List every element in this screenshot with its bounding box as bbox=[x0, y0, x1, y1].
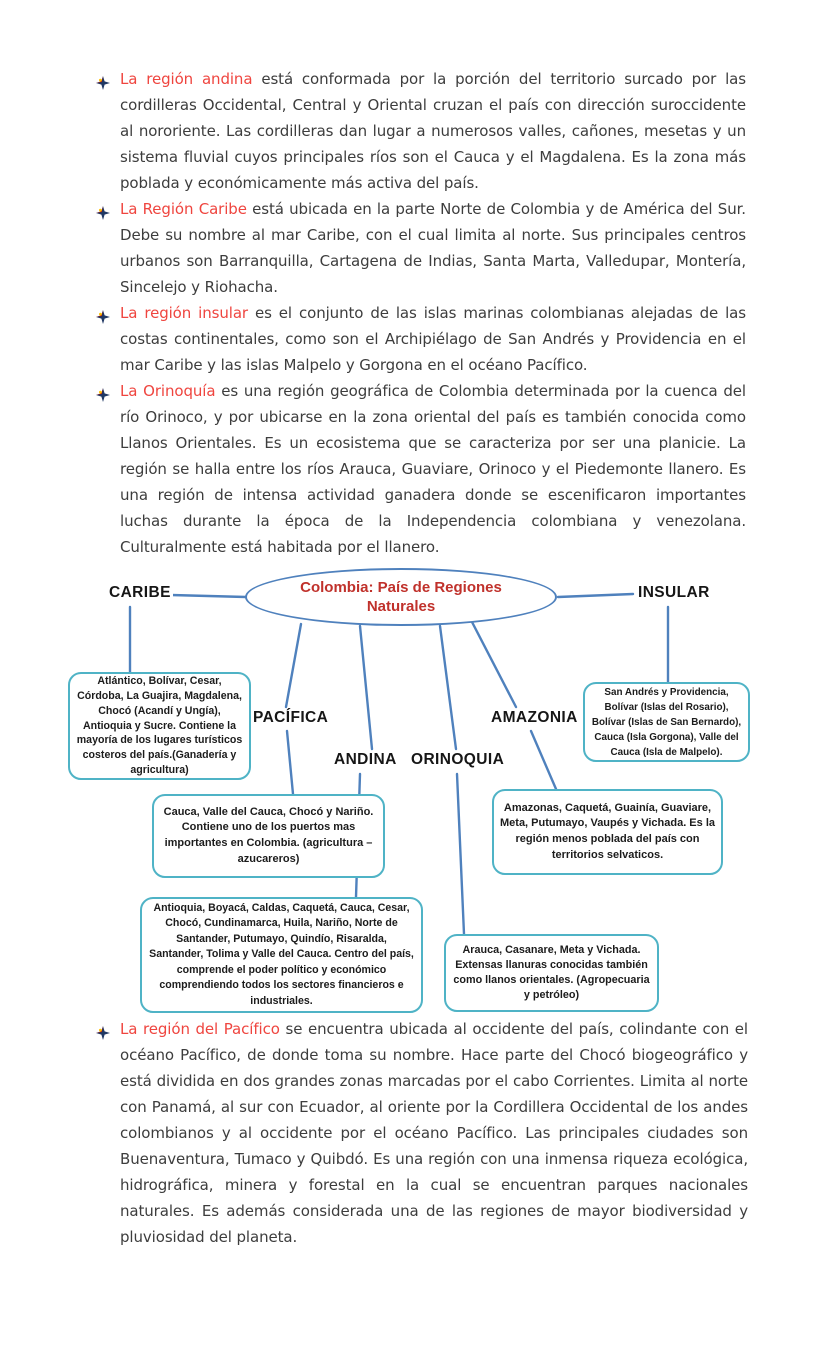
region-label-pacifica: PACÍFICA bbox=[251, 709, 331, 727]
paragraph-text: está conformada por la porción del terri… bbox=[120, 70, 746, 192]
diagram-title: Colombia: País de Regiones Naturales bbox=[300, 578, 502, 616]
paragraph-text: está ubicada en la parte Norte de Colomb… bbox=[120, 200, 746, 296]
connector-lines bbox=[128, 592, 670, 936]
line-caribe-to-ellipse bbox=[169, 593, 248, 599]
region-detail-box-andina: Antioquia, Boyacá, Caldas, Caquetá, Cauc… bbox=[140, 897, 423, 1013]
region-name: La Orinoquía bbox=[120, 382, 216, 400]
line-ellipse-to-orinoquia bbox=[438, 624, 458, 751]
region-label-caribe: CARIBE bbox=[107, 584, 173, 602]
paragraph-text: es el conjunto de las islas marinas colo… bbox=[120, 304, 746, 374]
region-name: La región del Pacífico bbox=[120, 1020, 280, 1038]
region-label-orinoquia: ORINOQUIA bbox=[409, 751, 507, 769]
line-orinoquia-to-box bbox=[455, 772, 466, 936]
paragraph-region-caribe: La Región Caribe está ubicada en la part… bbox=[96, 196, 746, 300]
closing-paragraph-block: La región del Pacífico se encuentra ubic… bbox=[96, 1016, 748, 1250]
line-ellipse-to-pacifica bbox=[284, 622, 303, 709]
region-label-amazonia: AMAZONIA bbox=[489, 709, 580, 727]
line-ellipse-to-andina bbox=[358, 624, 374, 751]
paragraph-region-orinoquia: La Orinoquía es una región geográfica de… bbox=[96, 378, 746, 560]
paragraph-region-pacifico: La región del Pacífico se encuentra ubic… bbox=[96, 1016, 748, 1250]
region-detail-box-pacifica: Cauca, Valle del Cauca, Chocó y Nariño. … bbox=[152, 794, 385, 878]
region-detail-box-insular: San Andrés y Providencia, Bolívar (Islas… bbox=[583, 682, 750, 762]
regions-concept-map: Colombia: País de Regiones Naturales CAR… bbox=[0, 560, 828, 1020]
bullet-star-icon bbox=[96, 384, 110, 402]
paragraph-text: es una región geográfica de Colombia det… bbox=[120, 382, 746, 556]
bullet-star-icon bbox=[96, 202, 110, 220]
region-detail-box-amazonia: Amazonas, Caquetá, Guainía, Guaviare, Me… bbox=[492, 789, 723, 875]
region-detail-box-orinoquia: Arauca, Casanare, Meta y Vichada. Extens… bbox=[444, 934, 659, 1012]
region-name: La Región Caribe bbox=[120, 200, 247, 218]
line-pacifica-to-box bbox=[285, 729, 295, 796]
region-detail-box-caribe: Atlántico, Bolívar, Cesar, Córdoba, La G… bbox=[68, 672, 251, 780]
line-ellipse-to-insular bbox=[556, 592, 635, 599]
region-name: La región insular bbox=[120, 304, 248, 322]
central-topic-ellipse: Colombia: País de Regiones Naturales bbox=[245, 568, 557, 626]
paragraph-region-insular: La región insular es el conjunto de las … bbox=[96, 300, 746, 378]
bullet-star-icon bbox=[96, 306, 110, 324]
line-amazonia-to-box bbox=[529, 729, 558, 791]
bullet-star-icon bbox=[96, 1022, 110, 1040]
line-ellipse-to-amazonia bbox=[470, 620, 518, 709]
paragraph-region-andina: La región andina está conformada por la … bbox=[96, 66, 746, 196]
bullet-list: La región andina está conformada por la … bbox=[96, 66, 746, 560]
region-name: La región andina bbox=[120, 70, 253, 88]
bullet-star-icon bbox=[96, 72, 110, 90]
region-label-insular: INSULAR bbox=[636, 584, 712, 602]
paragraph-text: se encuentra ubicada al occidente del pa… bbox=[120, 1020, 748, 1246]
region-label-andina: ANDINA bbox=[332, 751, 399, 769]
